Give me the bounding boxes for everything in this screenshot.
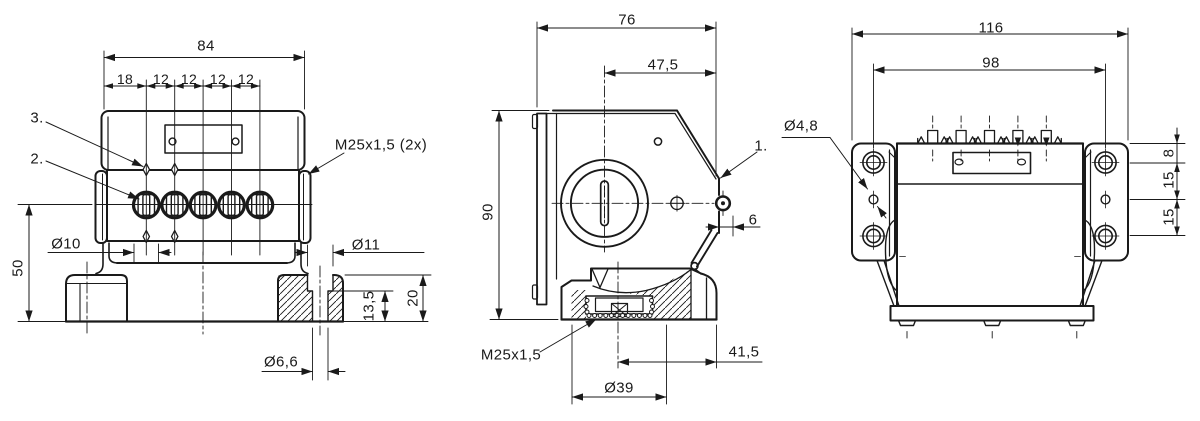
dim-front-seg3: 12 (180, 71, 198, 87)
dim-side-gland-offset: 41,5 (728, 343, 760, 361)
dim-front-total-width: 84 (197, 37, 215, 55)
dim-front-knob-dia: Ø10 (51, 235, 81, 253)
dim-front-height: 50 (9, 259, 27, 277)
dim-side-lever-proj: 6 (748, 211, 758, 229)
dim-front-cbore-depth: 13,5 (360, 290, 378, 322)
callout-front-gland: M25x1,5 (2x) (334, 136, 428, 154)
dim-side-depth: 76 (618, 11, 636, 29)
callout-item2: 2. (30, 150, 44, 168)
dim-side-center-offset: 47,5 (647, 56, 679, 74)
callout-side-gland: M25x1,5 (480, 346, 542, 364)
dim-back-mount-spacing: 98 (982, 54, 1000, 72)
back-view (781, 27, 1186, 339)
callout-item3: 3. (30, 109, 44, 127)
dim-front-base-height: 20 (404, 289, 422, 307)
dim-front-seg4: 12 (209, 71, 227, 87)
dim-front-seg5: 12 (237, 71, 255, 87)
dim-side-height: 90 (479, 203, 497, 221)
dim-back-mount-hole-dia: Ø4,8 (783, 117, 819, 135)
dim-side-gland-dia: Ø39 (604, 379, 634, 397)
callout-item1: 1. (754, 137, 768, 155)
dim-front-seg1: 18 (116, 71, 134, 87)
dim-back-pitch1: 15 (1160, 171, 1178, 189)
dim-back-pitch2: 15 (1160, 208, 1178, 226)
side-view (489, 21, 763, 405)
front-view (17, 50, 432, 381)
dim-front-seg2: 12 (152, 71, 170, 87)
dim-front-hole-dia: Ø6,6 (263, 353, 299, 371)
dim-back-total-width: 116 (978, 19, 1004, 37)
dim-front-cbore-dia: Ø11 (351, 236, 381, 254)
dim-back-top-offset: 8 (1160, 148, 1178, 158)
